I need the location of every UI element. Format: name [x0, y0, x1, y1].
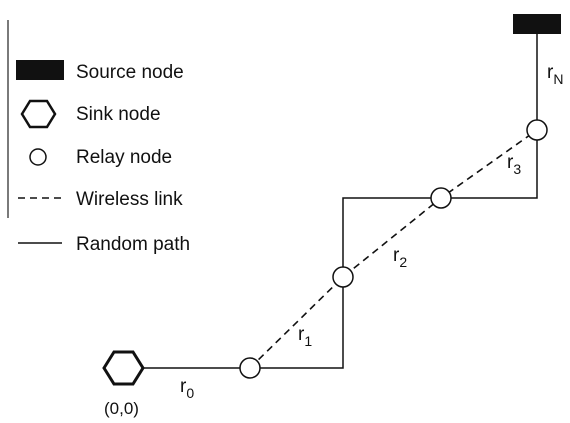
r2-label: r2	[393, 245, 407, 270]
legend-random-label: Random path	[76, 234, 190, 255]
source-node	[513, 14, 561, 34]
source-node-legend-icon	[16, 60, 64, 80]
relay-node-3	[430, 187, 452, 209]
relay-node-1	[239, 357, 261, 379]
origin-label: (0,0)	[104, 399, 139, 418]
legend-sink-label: Sink node	[76, 104, 161, 125]
sink-node-legend-icon	[20, 99, 57, 129]
sink-node	[102, 350, 145, 386]
wireless-link-path	[249, 129, 538, 369]
relay-node-2	[332, 266, 354, 288]
r0-label: r0	[180, 376, 194, 401]
r1-label: r1	[298, 324, 312, 349]
legend-source-label: Source node	[76, 62, 184, 83]
r3-label: r3	[507, 152, 521, 177]
legend-wireless-label: Wireless link	[76, 189, 183, 210]
relay-node-legend-icon	[29, 148, 47, 166]
random-path	[142, 30, 538, 369]
legend-relay-label: Relay node	[76, 147, 172, 168]
relay-node-4	[526, 119, 548, 141]
rN-label: rN	[547, 62, 563, 87]
legend: Source node Sink node Relay node Wireles…	[16, 60, 190, 255]
